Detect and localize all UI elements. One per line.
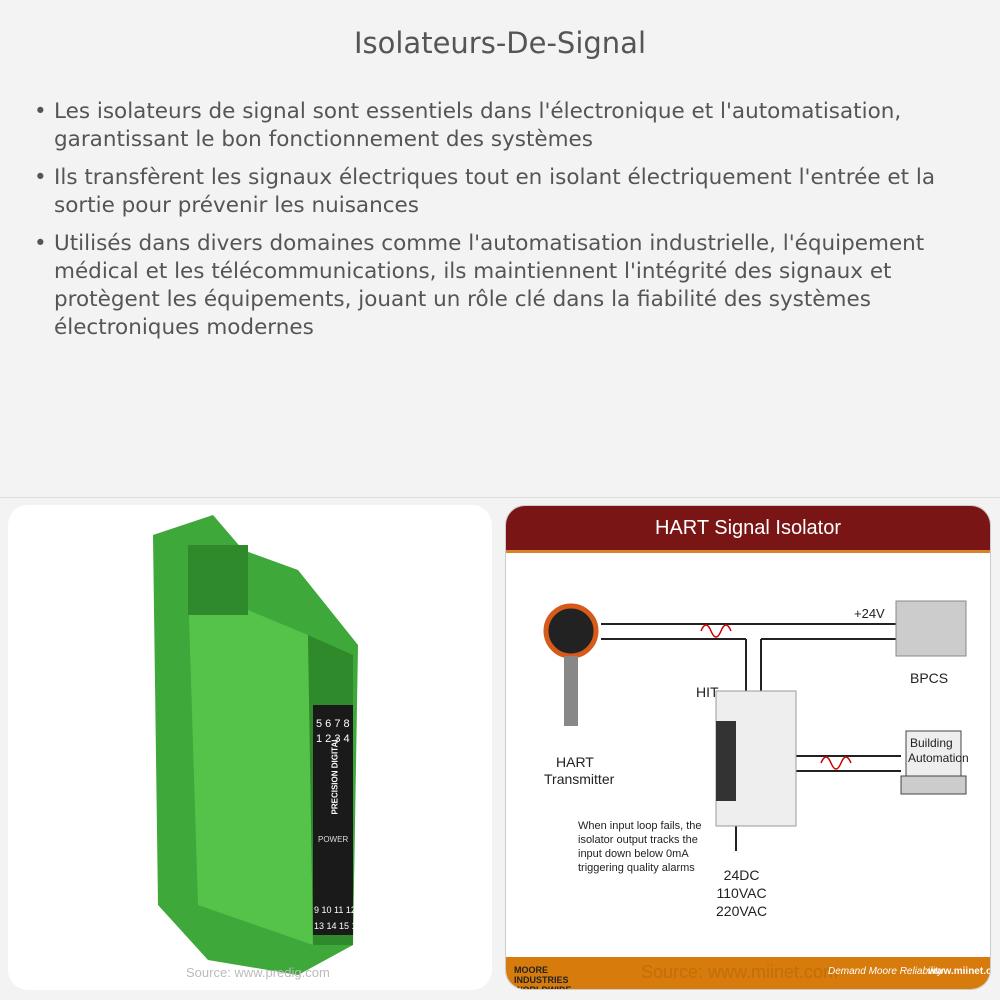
bullet-item: Les isolateurs de signal sont essentiels… [30, 98, 980, 154]
bullet-list: Les isolateurs de signal sont essentiels… [30, 98, 980, 352]
voltage-label: +24V [854, 606, 885, 621]
terminal-numbers: 9 10 11 12 [314, 905, 356, 915]
note-text: When input loop fails, the isolator outp… [578, 819, 702, 875]
note-line: input down below 0mA [578, 848, 689, 860]
wiring-diagram [543, 600, 967, 851]
terminal-numbers: 13 14 15 16 [314, 921, 362, 931]
divider [0, 497, 1000, 498]
power-label: POWER [318, 835, 349, 844]
hit-label: HIT [696, 684, 719, 700]
power-labels: 24DC 110VAC 220VAC [716, 866, 767, 920]
din-rail-module-illustration [153, 515, 358, 975]
moore-logo: MOORE INDUSTRIES WORLDWIDE [514, 965, 572, 990]
tagline: Demand Moore Reliability [828, 966, 943, 977]
power-line: 24DC [723, 867, 760, 883]
terminal-numbers: 5 6 7 8 [316, 718, 350, 730]
image-source: Source: www.predig.com [186, 965, 330, 980]
power-line: 110VAC [716, 885, 767, 901]
url: www.miinet.com [928, 966, 991, 977]
page-title: Isolateurs-De-Signal [353, 26, 647, 60]
brand-label: PRECISION DIGITAL [330, 736, 340, 815]
hart-diagram: HART Signal Isolator +24V BPCS HIT HART … [505, 505, 991, 990]
bullet-item: Utilisés dans divers domaines comme l'au… [30, 230, 980, 342]
terminal-numbers: 1 2 3 4 [316, 733, 350, 745]
note-line: isolator output tracks the [578, 834, 698, 846]
hart-label: HART [556, 754, 594, 770]
signal-isolator-photo: 5 6 7 8 1 2 3 4 PRECISION DIGITAL 9 10 1… [8, 505, 492, 990]
transmitter-label: Transmitter [544, 771, 615, 787]
diagram-footer: MOORE INDUSTRIES WORLDWIDE Source: www.m… [506, 957, 990, 989]
automation-label: Automation [908, 751, 969, 765]
note-line: When input loop fails, the [578, 820, 702, 832]
bullet-item: Ils transfèrent les signaux électriques … [30, 164, 980, 220]
image-source: Source: www.miinet.com [641, 962, 839, 982]
building-label: Building [910, 736, 953, 750]
note-line: triggering quality alarms [578, 862, 695, 874]
diagram-header: HART Signal Isolator [506, 506, 990, 553]
bpcs-label: BPCS [910, 670, 949, 686]
power-line: 220VAC [716, 903, 768, 919]
